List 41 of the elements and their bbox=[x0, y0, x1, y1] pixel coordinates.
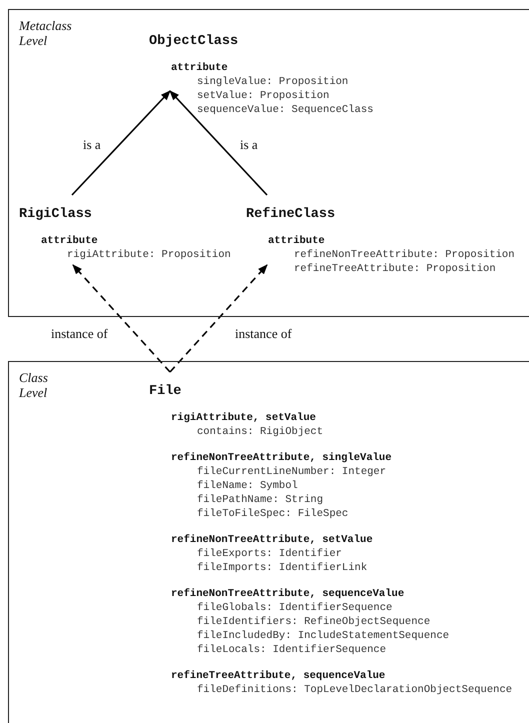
attribute-entry: contains: RigiObject bbox=[197, 425, 324, 439]
attribute-entry: fileIncludedBy: IncludeStatementSequence bbox=[197, 629, 450, 643]
edge-label: is a bbox=[238, 137, 260, 152]
attribute-entry: rigiAttribute: Proposition bbox=[67, 248, 231, 262]
attribute-entry: fileIdentifiers: RefineObjectSequence bbox=[197, 615, 432, 629]
attribute-entry: fileCurrentLineNumber: Integer bbox=[197, 465, 388, 479]
attribute-entry: fileName: Symbol bbox=[197, 479, 299, 493]
attribute-heading: attribute bbox=[268, 234, 326, 248]
attribute-entry: sequenceValue: SequenceClass bbox=[197, 103, 374, 117]
class-name: RigiClass bbox=[19, 207, 93, 223]
attribute-entry: refineNonTreeAttribute: Proposition bbox=[294, 248, 515, 262]
class-name: File bbox=[149, 384, 182, 400]
arrow bbox=[169, 264, 268, 373]
attribute-entry: setValue: Proposition bbox=[197, 89, 330, 103]
arrow bbox=[72, 264, 171, 373]
attribute-entry: fileImports: IdentifierLink bbox=[197, 561, 368, 575]
attribute-entry: fileDefinitions: TopLevelDeclarationObjectSequence bbox=[197, 683, 512, 697]
attribute-entry: fileLocals: IdentifierSequence bbox=[197, 643, 388, 657]
attribute-heading: refineNonTreeAttribute, setValue bbox=[171, 533, 374, 547]
edge-label: instance of bbox=[49, 326, 110, 341]
class-name: RefineClass bbox=[246, 207, 336, 223]
attribute-entry: fileToFileSpec: FileSpec bbox=[197, 507, 350, 521]
attribute-heading: attribute bbox=[171, 61, 229, 75]
arrow bbox=[169, 90, 268, 196]
attribute-heading: attribute bbox=[41, 234, 99, 248]
attribute-entry: singleValue: Proposition bbox=[197, 75, 350, 89]
attribute-heading: refineTreeAttribute, sequenceValue bbox=[171, 669, 386, 683]
class-name: ObjectClass bbox=[149, 34, 240, 50]
attribute-heading: refineNonTreeAttribute, singleValue bbox=[171, 451, 393, 465]
attribute-heading: refineNonTreeAttribute, sequenceValue bbox=[171, 587, 406, 601]
attribute-heading: rigiAttribute, setValue bbox=[171, 411, 317, 425]
attribute-entry: fileExports: Identifier bbox=[197, 547, 343, 561]
attribute-entry: filePathName: String bbox=[197, 493, 324, 507]
level-panel bbox=[8, 361, 529, 723]
level-label: Class Level bbox=[19, 370, 49, 400]
edge-label: is a bbox=[81, 137, 103, 152]
attribute-entry: fileGlobals: IdentifierSequence bbox=[197, 601, 394, 615]
attribute-entry: refineTreeAttribute: Proposition bbox=[294, 262, 497, 276]
arrow bbox=[71, 90, 171, 196]
edge-label: instance of bbox=[233, 326, 294, 341]
level-label: Metaclass Level bbox=[19, 18, 73, 48]
